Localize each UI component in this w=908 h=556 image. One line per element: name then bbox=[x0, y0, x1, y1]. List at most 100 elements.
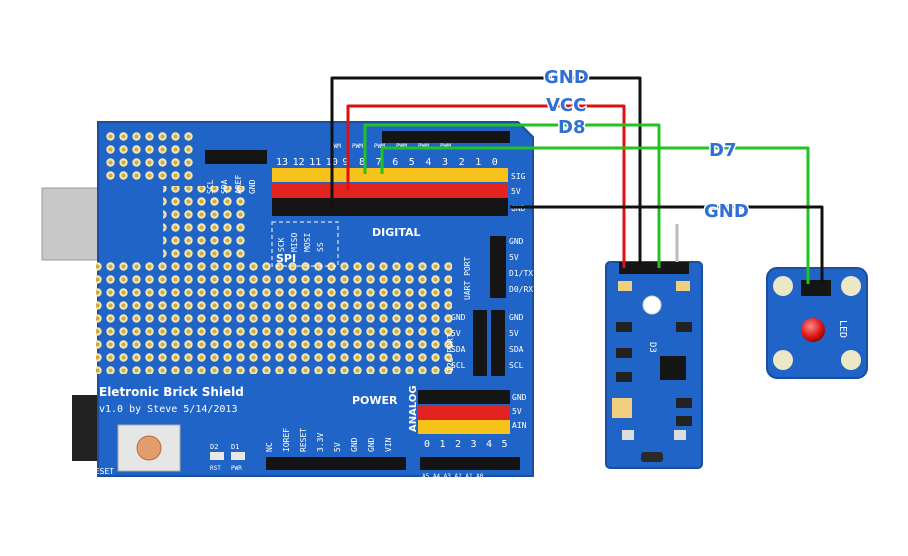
wire-gnd-top bbox=[330, 76, 642, 268]
led-module: LED bbox=[766, 267, 868, 379]
top-left-pin-label: SCL bbox=[206, 179, 215, 194]
proto-area-left bbox=[163, 186, 247, 260]
power-pin-label: GND bbox=[350, 437, 359, 452]
analog-bottom-pins: A5 A4 A3 A2 A1 A0 bbox=[422, 473, 484, 480]
spi-label: SPI bbox=[276, 252, 296, 265]
5v-label: 5V bbox=[511, 187, 521, 196]
mount-hole bbox=[642, 295, 662, 315]
i2c-header-left bbox=[473, 310, 487, 376]
proto-area-main bbox=[96, 262, 452, 374]
analog-header-5v-row bbox=[418, 405, 510, 419]
i2c-pin-label: 5V bbox=[509, 329, 519, 338]
uart-label: UART PORT bbox=[463, 256, 472, 300]
i2c-pin-label: SCL bbox=[509, 361, 524, 370]
spi-pin-label: SS bbox=[316, 242, 325, 252]
analog-right-label: 5V bbox=[512, 407, 522, 416]
i2c-left-pin-label: SDA bbox=[451, 345, 466, 354]
top-left-pin-label: AREF bbox=[234, 175, 243, 194]
digital-header-sig-row bbox=[272, 168, 508, 182]
wire-label-d7: D7 bbox=[709, 140, 736, 161]
digital-pin-number: 11 bbox=[309, 157, 321, 168]
power-pin-label: NC bbox=[265, 442, 274, 452]
top-left-header bbox=[205, 150, 267, 164]
digital-pin-number: 9 bbox=[342, 157, 348, 168]
digital-pin-number: 13 bbox=[276, 157, 288, 168]
shield-version: v1.0 by Steve 5/14/2013 bbox=[99, 404, 237, 415]
digital-pin-number: 3 bbox=[442, 157, 448, 168]
analog-pin-number: 0 bbox=[424, 439, 430, 450]
digital-header-gnd-row bbox=[272, 198, 508, 216]
sensor-pin-header bbox=[619, 262, 689, 274]
reset-label: RESET bbox=[90, 467, 114, 476]
status-led-sublabel: PWR bbox=[231, 465, 242, 472]
proto-area-top bbox=[104, 128, 196, 180]
spi-pin-label: MISO bbox=[290, 233, 299, 252]
wire-d7 bbox=[380, 146, 810, 284]
sig-label: SIG bbox=[511, 172, 526, 181]
red-led bbox=[801, 318, 825, 342]
analog-bottom-header bbox=[420, 457, 520, 470]
comparator-chip bbox=[660, 356, 686, 380]
led-d1 bbox=[231, 452, 245, 460]
wire-label-gnd-top: GND bbox=[544, 67, 589, 88]
pwm-mark: PWM bbox=[330, 143, 341, 150]
i2c-header-right bbox=[491, 310, 505, 376]
uart-header bbox=[490, 236, 506, 298]
top-right-header bbox=[382, 131, 510, 143]
pwm-mark: PWM bbox=[352, 143, 363, 150]
digital-pin-number: 8 bbox=[359, 157, 365, 168]
top-left-pin-label: GND bbox=[248, 179, 257, 194]
analog-header-gnd-row bbox=[418, 390, 510, 404]
status-led-label: D1 bbox=[231, 443, 239, 451]
analog-header-sig-row bbox=[418, 420, 510, 434]
wire-label-vcc: VCC bbox=[546, 95, 586, 116]
uart-pin-label: D0/RX bbox=[509, 285, 533, 294]
i2c-pin-label: SDA bbox=[509, 345, 524, 354]
shield-title: Eletronic Brick Shield bbox=[99, 385, 244, 399]
brick-shield-board: Eletronic Brick Shield v1.0 by Steve 5/1… bbox=[90, 121, 534, 480]
wires bbox=[330, 76, 824, 284]
power-pin-label: GND bbox=[367, 437, 376, 452]
digital-pin-number: 4 bbox=[425, 157, 431, 168]
led-module-connector bbox=[801, 280, 831, 296]
analog-right-label: AIN bbox=[512, 421, 527, 430]
wire-d8 bbox=[363, 123, 661, 268]
status-led-label: D2 bbox=[210, 443, 218, 451]
i2c-label: I2C PORT bbox=[446, 333, 455, 372]
sensor-module: D3 bbox=[605, 261, 703, 469]
power-header bbox=[266, 457, 406, 470]
sensor-chip-label: D3 bbox=[647, 342, 657, 353]
spi-pin-label: SCK bbox=[277, 237, 286, 252]
reset-button bbox=[117, 424, 181, 472]
wire-gnd-led bbox=[510, 205, 824, 284]
analog-pin-number: 3 bbox=[471, 439, 477, 450]
digital-pin-number: 1 bbox=[475, 157, 481, 168]
spi-pin-label: MOSI bbox=[303, 233, 312, 252]
power-label: POWER bbox=[352, 394, 398, 407]
digital-header-5v-row bbox=[272, 183, 508, 197]
led-module-label: LED bbox=[837, 320, 848, 338]
power-pin-label: RESET bbox=[299, 428, 308, 452]
i2c-left-pin-label: 5V bbox=[451, 329, 461, 338]
pwm-mark: PWM bbox=[374, 143, 385, 150]
analog-pin-number: 1 bbox=[440, 439, 446, 450]
analog-pin-number: 5 bbox=[502, 439, 508, 450]
top-left-pin-label: SDA bbox=[220, 179, 229, 194]
analog-right-label: GND bbox=[512, 393, 527, 402]
wire-vcc bbox=[346, 104, 626, 268]
power-pin-label: IOREF bbox=[282, 428, 291, 452]
uart-pin-label: D1/TX bbox=[509, 269, 533, 278]
uart-pin-label: 5V bbox=[509, 253, 519, 262]
power-pin-label: 5V bbox=[333, 442, 342, 452]
analog-pin-number: 2 bbox=[455, 439, 461, 450]
wire-label-d8: D8 bbox=[558, 117, 585, 138]
status-led-sublabel: RST bbox=[210, 465, 221, 472]
digital-pin-number: 5 bbox=[409, 157, 415, 168]
digital-pin-number: 0 bbox=[492, 157, 498, 168]
i2c-pin-label: GND bbox=[509, 313, 524, 322]
digital-pin-number: 6 bbox=[392, 157, 398, 168]
digital-pin-number: 7 bbox=[376, 157, 382, 168]
power-pin-label: VIN bbox=[384, 437, 393, 452]
